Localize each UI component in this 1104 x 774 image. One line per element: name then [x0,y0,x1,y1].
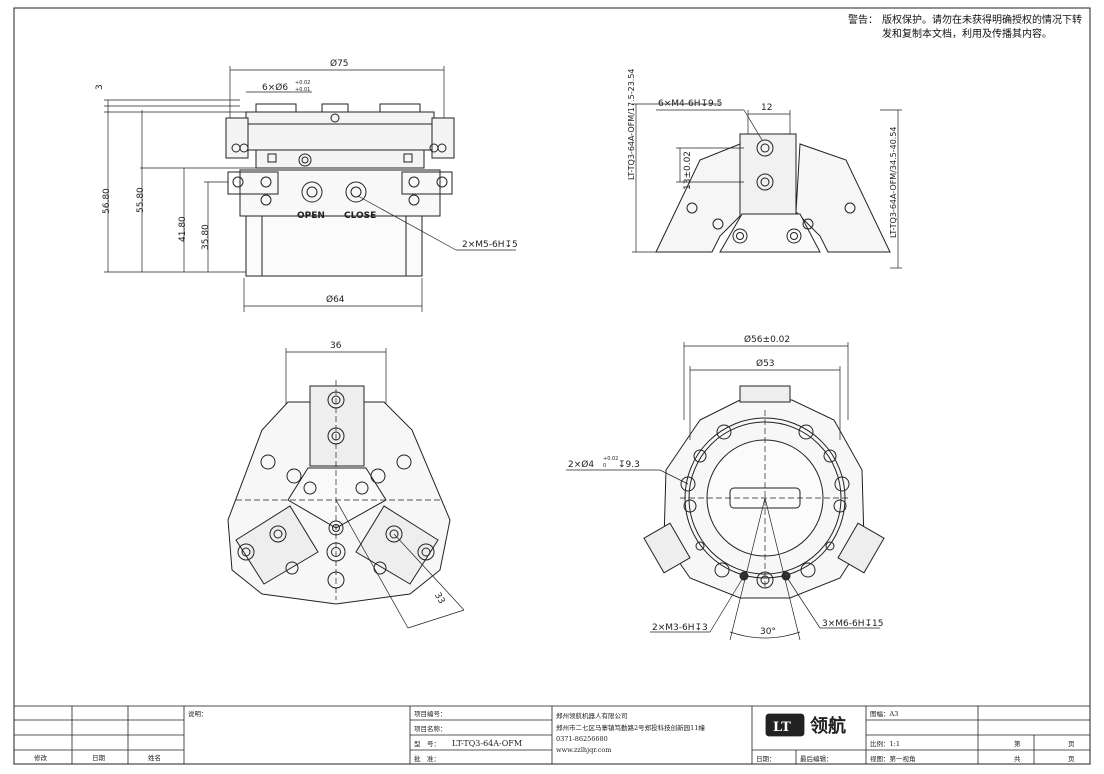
m3-callout: 2×M3-6H↧3 [652,623,708,633]
rev-header-modify: 修改 [34,753,48,762]
notice-label: 警告： [848,15,878,26]
approve-label: 批 准： [414,754,440,763]
dowel-depth: ↧9.3 [618,460,640,470]
bottom-view [566,342,885,641]
logo-mark: LT [773,720,791,735]
top-view-labels: 36 33 [330,341,446,606]
title-block [13,705,1091,765]
port-open-label: OPEN [297,211,325,221]
title-block-text: 修改 日期 姓名 说明： 项目编号： 项目名称： 型 号： LT-TQ3-64A… [34,709,1075,763]
view-projection: 视图：第一视角 [870,754,916,763]
dim-bottom-width: Ø64 [326,294,345,305]
total-label: 共 [1014,754,1021,763]
last-edit-label: 最后编辑： [800,754,833,763]
angle-label: 30° [760,627,776,637]
side-view [632,103,902,269]
dowel-tol-lower: 0 [603,463,606,469]
dim-stroke-left: LT-TQ3-64A-OFM/17.5-23.54 [627,68,636,180]
date-label: 日期： [756,755,776,763]
dim-flange: 3 [95,84,105,90]
note-label: 说明： [188,709,208,718]
top-view [227,348,465,629]
company-name: 郑州领航机器人有限公司 [556,711,628,720]
dim-h3: 41.80 [178,216,188,242]
company-phone: 0371-86256680 [556,735,608,743]
bottom-view-labels: Ø56±0.02 Ø53 2×Ø4 +0.02 0 ↧9.3 2×M3-6H↧3… [568,334,884,637]
dim-h1: 56.80 [102,188,112,214]
scale: 比例：1:1 [870,739,900,748]
dim-holes-tol-upper: +0.02 [295,80,310,86]
rev-header-name: 姓名 [148,753,161,762]
copyright-notice: 警告： 版权保护。请勿在未获得明确授权的情况下转发和复制本文档，利用及传播其内容。 [848,14,1082,42]
page-label: 第 [1014,739,1021,748]
company-website: www.zzlhjqr.com [556,746,611,754]
dim-stroke-right: LT-TQ3-64A-OFM/34.5-40.54 [889,126,898,238]
dim-holes: 6×Ø6 [262,82,288,93]
m6-callout: 3×M6-6H↧15 [822,619,884,629]
side-view-labels: 6×M4-6H↧9.5 12 13±0.02 LT-TQ3-64A-OFM/17… [627,68,898,238]
dim-pcd: Ø53 [756,358,775,369]
model-label: 型 号： [414,739,440,748]
port-close-label: CLOSE [344,211,376,221]
model-value: LT-TQ3-64A-OFM [452,739,522,748]
port-callout: 2×M5-6H↧5 [462,240,518,250]
front-view-labels: Ø75 6×Ø6 +0.02 +0.01 3 56.80 55.80 41.80… [95,58,518,305]
company-address: 郑州市二七区马寨镇笃勤路2号郑投科技创新园11幢 [556,723,705,732]
page-unit: 页 [1068,740,1075,748]
rev-header-date: 日期 [92,754,106,762]
dim-jaw-spacing: 13±0.02 [683,151,693,190]
dowel-tol-upper: +0.02 [603,456,618,462]
dim-h2: 55.80 [136,187,146,213]
notice-text: 版权保护。请勿在未获得明确授权的情况下转发和复制本文档，利用及传播其内容。 [882,15,1082,40]
dim-radial: 33 [432,591,446,606]
front-view [104,66,516,312]
project-no-label: 项目编号： [414,709,447,718]
dim-jaw-width: 12 [761,103,772,113]
dim-outer: Ø56±0.02 [744,334,790,345]
sheet-frame [13,7,1091,765]
total-unit: 页 [1068,755,1075,763]
logo-text: 领航 [810,715,846,737]
sheet-size: 图幅：A3 [870,709,898,718]
dim-holes-tol-lower: +0.01 [295,87,310,93]
dim-jaw: 36 [330,341,342,351]
dowel-callout: 2×Ø4 [568,459,594,470]
dim-h4: 35.80 [201,224,211,250]
dim-threads: 6×M4-6H↧9.5 [658,99,722,109]
project-name-label: 项目名称： [414,724,447,733]
dim-top-width: Ø75 [330,58,349,69]
